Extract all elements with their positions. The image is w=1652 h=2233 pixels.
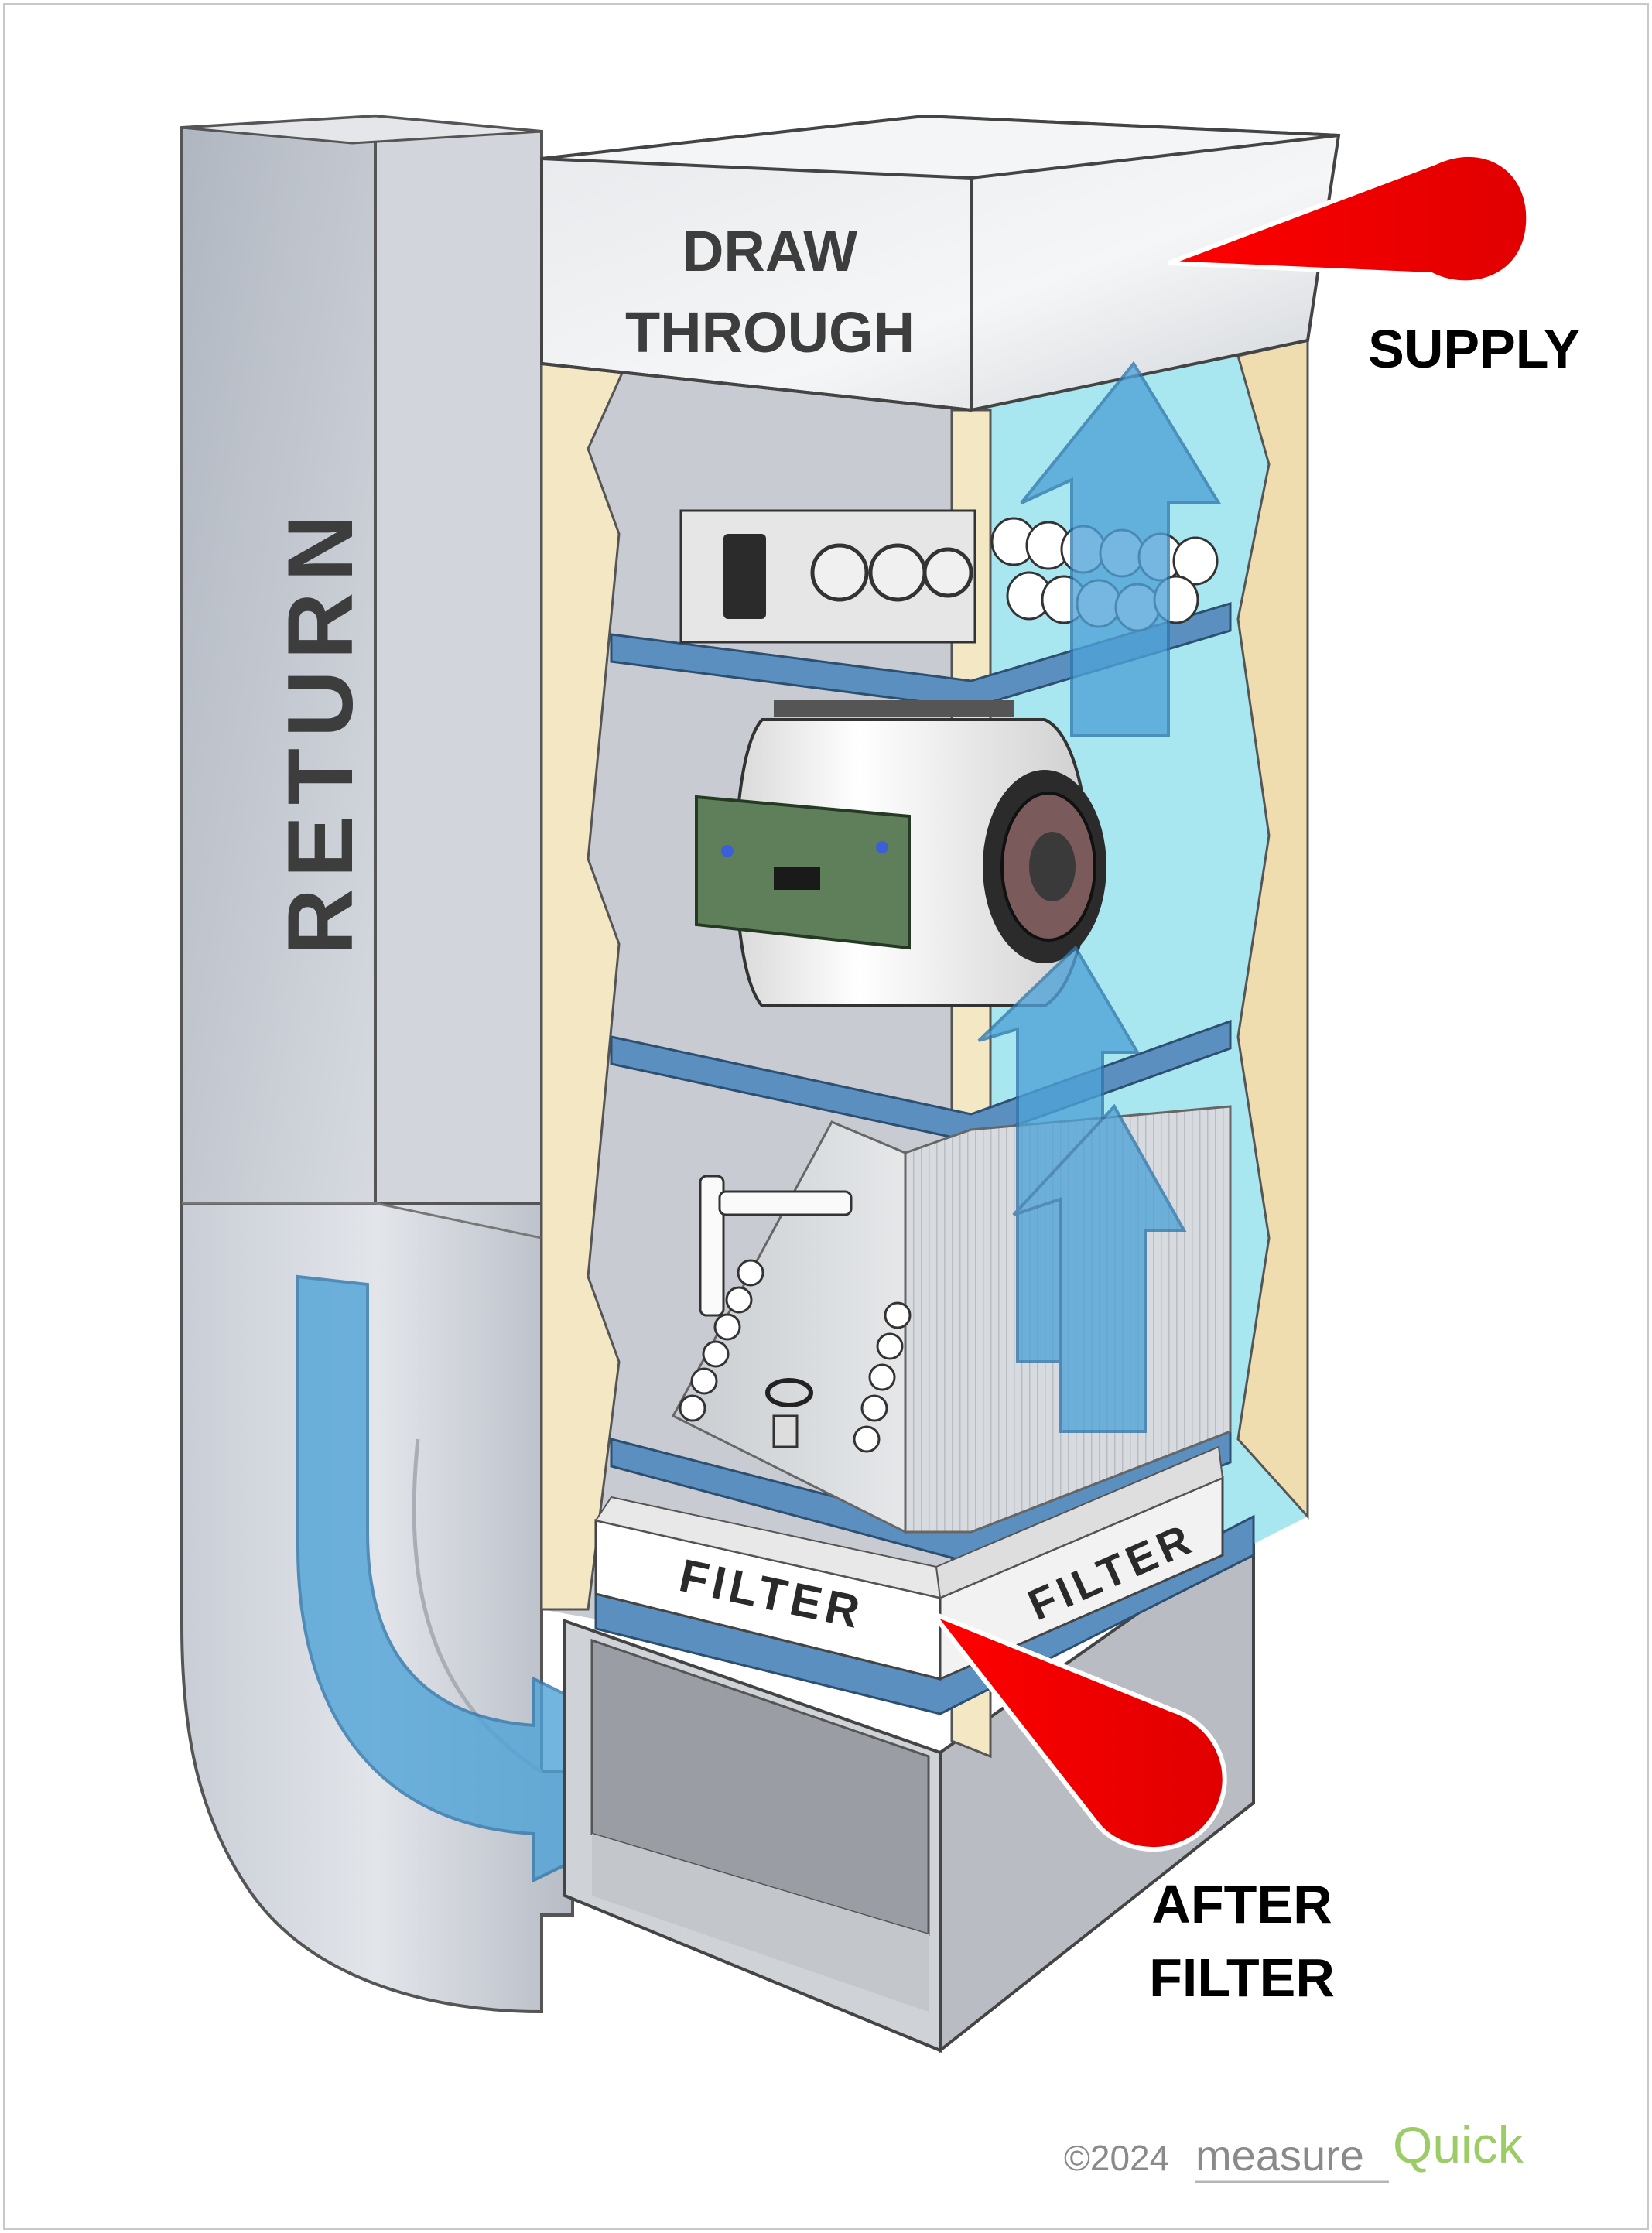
copyright-text: ©2024: [1064, 2138, 1169, 2178]
after-filter-label-line2: FILTER: [1149, 1947, 1335, 2008]
filter-assembly: [594, 1445, 1224, 1681]
copyright-mark: ©2024 measure Quick: [1064, 2116, 1524, 2183]
supply-label: SUPPLY: [1368, 319, 1580, 379]
brand-quick: Quick: [1393, 2116, 1524, 2173]
return-label: RETURN: [268, 504, 372, 956]
after-filter-label-line1: AFTER: [1151, 1874, 1332, 1934]
upflow-arrows: [977, 361, 1222, 1433]
after-filter-probe-icon: [925, 1608, 1227, 1852]
brand-measure: measure: [1195, 2131, 1364, 2180]
diagram-border: [3, 3, 1649, 2230]
draw-through-label-line1: DRAW: [682, 219, 857, 283]
supply-probe-icon: [1167, 152, 1531, 286]
draw-through-label-line2: THROUGH: [625, 300, 915, 364]
blower-assembly: [695, 700, 1106, 1007]
breaker-icon: [723, 534, 766, 619]
